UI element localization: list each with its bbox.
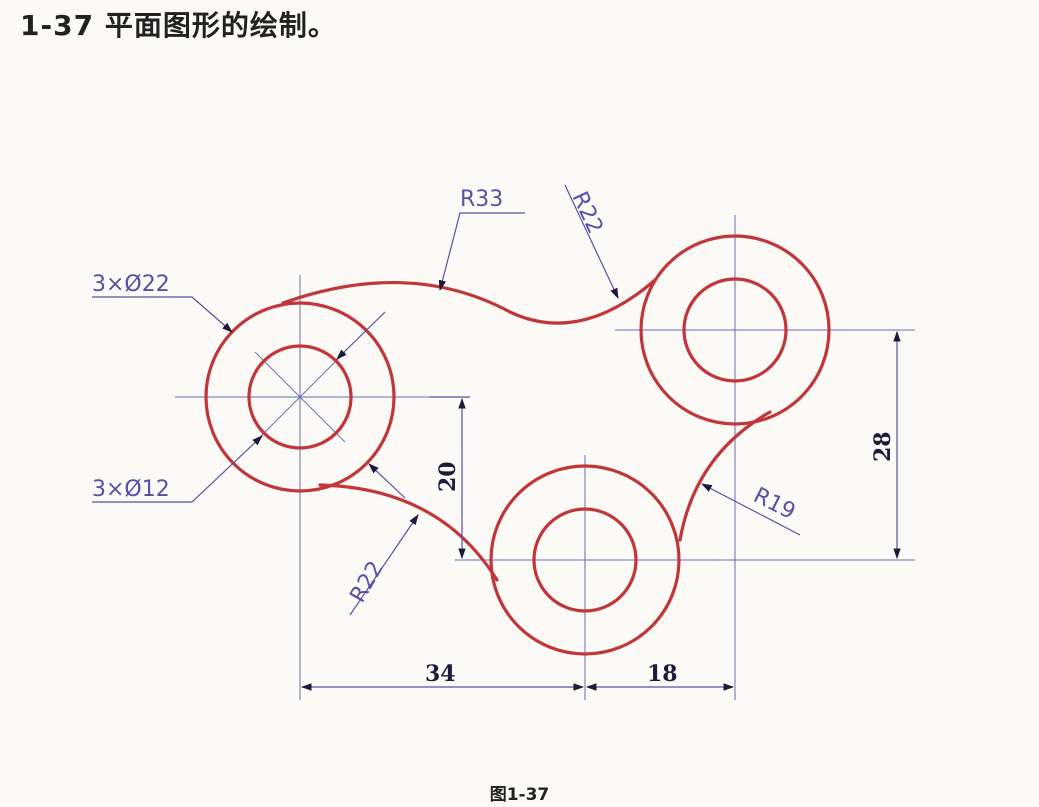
leader-r33 (438, 212, 525, 292)
right-outer-circle (639, 234, 831, 426)
center-lines (175, 215, 915, 700)
label-dia22: 3×Ø22 (92, 272, 170, 297)
bottom-inner-circle (532, 507, 638, 613)
dim-28-value: 28 (870, 431, 896, 462)
right-inner-circle (682, 277, 788, 383)
centerline-diagonal-b (254, 351, 346, 443)
label-r33: R33 (460, 187, 503, 212)
dim-20-value: 20 (435, 461, 461, 492)
left-inner-circle (247, 344, 353, 450)
arc-r19-right (678, 410, 772, 542)
leader-dia22-opposite (368, 463, 406, 499)
dim-18-value: 18 (647, 661, 678, 687)
arc-r22-bottom-left (318, 483, 499, 582)
page-title: 1-37 平面图形的绘制。 (20, 9, 337, 42)
label-r22-top: R22 (567, 188, 608, 238)
left-outer-circle (204, 301, 396, 493)
leader-r22-top (564, 184, 619, 299)
dimension-numbers: 34 18 20 28 (425, 431, 896, 687)
part-outline (204, 234, 831, 656)
leaders (92, 184, 801, 616)
figure-caption: 图1-37 (489, 785, 550, 805)
dim-34-value: 34 (425, 661, 456, 687)
dimension-lines (300, 330, 901, 691)
leader-r22-bottom (349, 514, 419, 616)
bottom-outer-circle (489, 464, 681, 656)
label-r22-bottom: R22 (346, 557, 389, 607)
leader-dia22 (92, 296, 233, 333)
label-dia12: 3×Ø12 (92, 477, 170, 502)
leader-r19 (701, 483, 801, 536)
leader-dia12 (92, 435, 263, 503)
label-r19: R19 (749, 483, 799, 525)
arc-r33-top (281, 278, 657, 325)
leader-dia12-opposite (336, 311, 386, 360)
